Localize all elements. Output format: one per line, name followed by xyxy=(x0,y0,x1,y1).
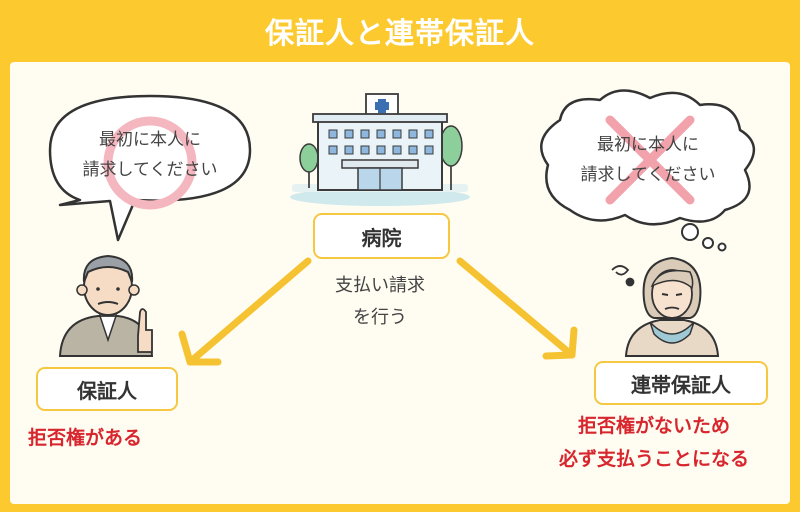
hospital-icon xyxy=(290,93,470,206)
hospital-label-text: 病院 xyxy=(361,225,402,250)
joint-guarantor-note-line1: 拒否権がないため xyxy=(577,415,730,437)
old-man-icon xyxy=(58,254,154,357)
guarantor-label: 保証人 xyxy=(36,367,178,411)
guarantor-bubble-line2: 請求してください xyxy=(82,160,218,180)
joint-guarantor-note: 拒否権がないため 必ず支払うことになる xyxy=(520,410,788,476)
joint-guarantor-label: 連帯保証人 xyxy=(594,361,768,405)
joint-guarantor-bubble-line1: 最初に本人に xyxy=(597,135,699,155)
woman-icon xyxy=(624,256,720,357)
guarantor-bubble-line1: 最初に本人に xyxy=(99,130,201,150)
joint-guarantor-bubble-line2: 請求してください xyxy=(580,165,716,185)
speech-bubble-icon xyxy=(48,94,252,242)
joint-guarantor-note-line2: 必ず支払うことになる xyxy=(558,448,749,470)
guarantor-note: 拒否権がある xyxy=(28,427,143,449)
ng-cross-icon xyxy=(605,115,695,205)
payment-request-text: 支払い請求 を行う xyxy=(300,270,460,334)
arrow-to-guarantor xyxy=(178,257,312,366)
joint-guarantor-label-text: 連帯保証人 xyxy=(631,372,731,397)
page-title: 保証人と連帯保証人 xyxy=(264,16,535,50)
dizzy-icon xyxy=(611,265,635,287)
ok-circle-icon xyxy=(103,116,197,210)
hospital-label: 病院 xyxy=(313,213,450,259)
guarantor-label-text: 保証人 xyxy=(77,378,137,403)
payment-request-line1: 支払い請求 xyxy=(335,275,425,296)
arrow-to-joint-guarantor xyxy=(456,257,578,360)
title-bar: 保証人と連帯保証人 xyxy=(0,0,800,62)
joint-guarantor-bubble-text: 最初に本人に 請求してください xyxy=(553,130,743,190)
payment-request-line2: を行う xyxy=(353,307,407,328)
guarantor-bubble-text: 最初に本人に 請求してください xyxy=(60,125,240,185)
